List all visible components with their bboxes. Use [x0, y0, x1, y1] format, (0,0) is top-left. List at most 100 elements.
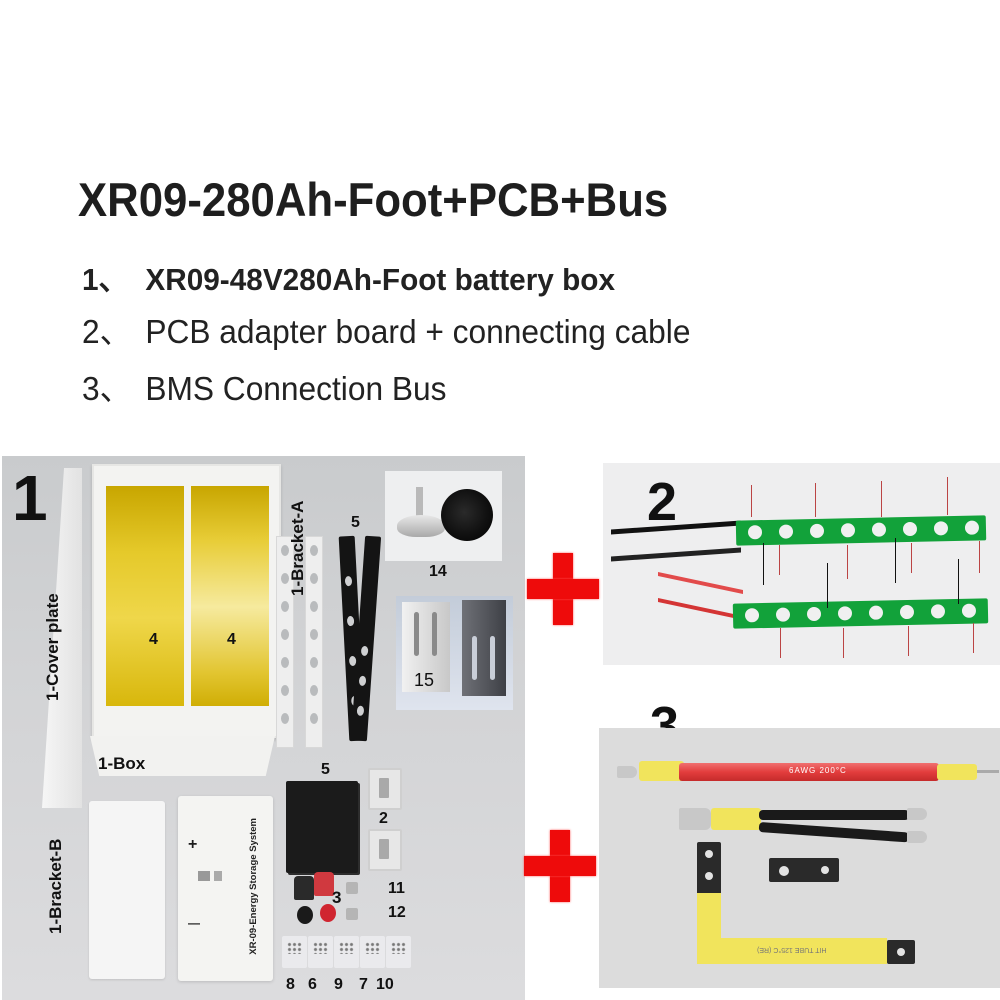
l-busbar-sleeve-horizontal: HIT TUBE 125°C (RE): [697, 938, 887, 964]
foot-bolt: [416, 487, 423, 517]
panel-1-number: 1: [12, 462, 48, 534]
pcb-board-bottom: [732, 598, 989, 629]
adjustable-feet-photo: [385, 471, 502, 561]
tube-print: HIT TUBE 125°C (RE): [757, 946, 827, 953]
black-cable-lug-2: [907, 831, 927, 843]
item-3: 3、 BMS Connection Bus: [82, 362, 446, 410]
screw-bag-6: [308, 936, 333, 968]
black-cable-2: [758, 822, 909, 843]
screw-bag-8: [282, 936, 307, 968]
foot-rubber-pad: [441, 489, 493, 541]
jumper-wire: [958, 559, 959, 604]
bracket-b-label: 1-Bracket-B: [46, 838, 65, 934]
black-cable-lug-1: [907, 808, 927, 820]
sense-wire: [947, 477, 948, 515]
strap-number: 5: [351, 514, 360, 531]
battery-box: 4 4: [92, 464, 281, 738]
handle-2: [368, 829, 402, 871]
feet-number: 14: [429, 563, 447, 580]
part-11-washer: [346, 882, 358, 894]
item-1: 1、 XR09-48V280Ah-Foot battery box: [82, 254, 615, 299]
pcb-board-top: [735, 515, 987, 546]
part-11-number: 11: [388, 880, 405, 897]
sense-wire: [780, 628, 781, 658]
foam-number: 5: [321, 761, 330, 778]
screw-bag-7: [360, 936, 385, 968]
bracket-b: [89, 801, 165, 979]
terminal-black: [297, 906, 313, 924]
product-title: XR09-280Ah-Foot+PCB+Bus: [78, 173, 669, 226]
flat-busbar: [769, 858, 839, 882]
front-indicator: [214, 871, 222, 881]
bracket-a-left: [276, 536, 294, 748]
sense-wire: [815, 483, 816, 517]
panel-2-number: 2: [647, 472, 678, 532]
box-base: [90, 736, 275, 776]
battery-box-kit-photo: 1 1-Cover plate 4 4 1-Box 1-Bracket-A 5 …: [2, 456, 525, 1000]
cell-left-number: 4: [149, 631, 158, 648]
red-cable-sleeve-left: [639, 761, 684, 781]
bag-9-number: 9: [334, 976, 343, 993]
item-3-label: BMS Connection Bus: [145, 370, 447, 407]
terminal-red: [320, 904, 336, 922]
cell-compartment-right: [191, 486, 269, 706]
sense-wire: [847, 545, 848, 579]
black-cable-sleeve: [711, 808, 761, 830]
black-cable-lug: [679, 808, 711, 830]
red-cable-sleeve-right: [937, 764, 977, 780]
black-harness: [611, 520, 741, 562]
sense-wire: [911, 543, 912, 573]
bag-6-number: 6: [308, 976, 317, 993]
plus-icon-1: [527, 553, 599, 625]
cell-right-number: 4: [227, 631, 236, 648]
item-2: 2、PCB adapter board + connecting cable: [82, 305, 690, 353]
black-cable-1: [759, 810, 909, 820]
plus-icon-2: [524, 830, 596, 902]
bms-bus-photo: 6AWG 200°C HIT TUBE 125°C (RE): [599, 728, 1000, 988]
front-plus-icon: +: [188, 836, 198, 853]
l-bracket-photo: 15: [396, 596, 513, 710]
terminal-number: 3: [332, 888, 342, 907]
bracket-a-label: 1-Bracket-A: [288, 500, 307, 596]
jumper-wire: [827, 563, 828, 608]
l-busbar-end-plate: [887, 940, 915, 964]
terminal-boot-black: [294, 876, 314, 900]
box-label: 1-Box: [98, 754, 146, 773]
front-minus-icon: —: [188, 916, 200, 930]
sense-wire: [751, 485, 752, 517]
l-bracket-number: 15: [414, 670, 435, 690]
jumper-wire: [763, 543, 764, 585]
sense-wire: [908, 626, 909, 656]
red-cable-lug-left: [617, 766, 637, 778]
item-1-number: 1、: [82, 262, 129, 297]
l-bracket-silver: [402, 602, 450, 692]
front-panel: + — XR-09-Energy Storage System: [178, 796, 273, 981]
bag-8-number: 8: [286, 976, 295, 993]
screw-bag-10: [386, 936, 411, 968]
red-cable-print: 6AWG 200°C: [789, 766, 847, 775]
red-cable: 6AWG 200°C: [679, 763, 939, 781]
item-2-label: PCB adapter board + connecting cable: [145, 313, 691, 350]
handle-number: 2: [379, 810, 388, 827]
red-cable-wire-end: [977, 770, 999, 773]
item-3-number: 3、: [82, 370, 132, 407]
part-12-washer: [346, 908, 358, 920]
foot-base: [397, 515, 445, 537]
cell-compartment-left: [106, 486, 184, 706]
sense-wire: [843, 628, 844, 658]
terminal-boot-red: [314, 872, 334, 896]
cover-plate-label: 1-Cover plate: [43, 593, 62, 701]
screw-bag-9: [334, 936, 359, 968]
foam-sheets: [286, 781, 358, 873]
sense-wire: [973, 623, 974, 653]
sense-wire: [881, 481, 882, 517]
front-panel-text: XR-09-Energy Storage System: [248, 818, 259, 955]
jumper-wire: [895, 538, 896, 583]
pcb-adapter-photo: 2: [603, 463, 1000, 665]
part-12-number: 12: [388, 904, 406, 921]
bracket-a-right: [305, 536, 323, 748]
bag-7-number: 7: [359, 976, 368, 993]
item-1-label: XR09-48V280Ah-Foot battery box: [145, 262, 616, 297]
sense-wire: [779, 545, 780, 575]
front-display: [198, 871, 210, 881]
